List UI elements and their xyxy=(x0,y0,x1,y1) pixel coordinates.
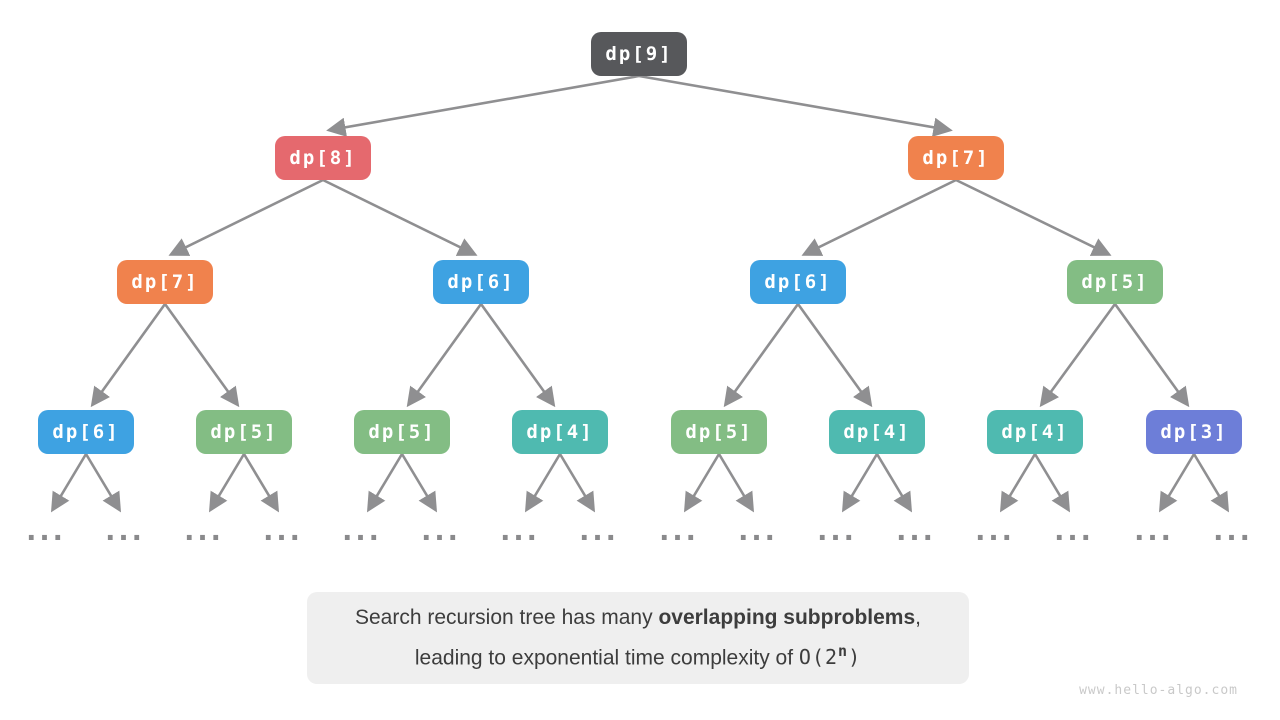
caption-line-2: leading to exponential time complexity o… xyxy=(415,635,861,676)
tree-node-n2-dp-7: dp[7] xyxy=(908,136,1004,180)
tree-node-n12-dp-4: dp[4] xyxy=(829,410,925,454)
edge-n6-n14 xyxy=(1113,303,1190,408)
edge-n6-n13 xyxy=(1039,303,1117,408)
ellipsis-13: ... xyxy=(1054,516,1094,547)
ellipsis-15: ... xyxy=(1213,516,1253,547)
edge-n0-n2 xyxy=(638,74,953,137)
edge-n5-n12 xyxy=(796,303,873,408)
caption-line-1: Search recursion tree has many overlappi… xyxy=(355,601,921,635)
tree-node-n5-dp-6: dp[6] xyxy=(750,260,846,304)
edge-n11-ellipsis-left xyxy=(683,453,721,513)
tree-node-n6-dp-5: dp[5] xyxy=(1067,260,1163,304)
ellipsis-2: ... xyxy=(184,516,224,547)
ellipsis-11: ... xyxy=(896,516,936,547)
edge-n2-n5 xyxy=(801,178,957,256)
tree-node-n9-dp-5: dp[5] xyxy=(354,410,450,454)
code-open: O(2 xyxy=(798,645,839,670)
ellipsis-12: ... xyxy=(975,516,1015,547)
edge-n3-n8 xyxy=(163,303,240,408)
caption-box: Search recursion tree has many overlappi… xyxy=(307,592,969,684)
edge-n1-n3 xyxy=(168,178,324,256)
caption-text-1: Search recursion tree has many xyxy=(354,605,659,629)
caption-comma: , xyxy=(915,605,922,629)
ellipsis-7: ... xyxy=(579,516,619,547)
edge-n8-ellipsis-left xyxy=(208,453,246,513)
edge-n7-ellipsis-left xyxy=(50,453,88,513)
edge-n8-ellipsis-right xyxy=(242,453,280,513)
edge-n11-ellipsis-right xyxy=(717,453,755,513)
edge-n13-ellipsis-left xyxy=(999,453,1037,513)
ellipsis-1: ... xyxy=(105,516,145,547)
edge-n4-n9 xyxy=(406,303,483,408)
tree-node-n10-dp-4: dp[4] xyxy=(512,410,608,454)
tree-node-n3-dp-7: dp[7] xyxy=(117,260,213,304)
tree-node-n1-dp-8: dp[8] xyxy=(275,136,371,180)
ellipsis-0: ... xyxy=(26,516,66,547)
caption-bold-text: overlapping subproblems xyxy=(658,605,916,629)
edge-n7-ellipsis-right xyxy=(84,453,122,513)
ellipsis-10: ... xyxy=(817,516,857,547)
complexity-notation: O(2n) xyxy=(798,641,862,670)
ellipsis-9: ... xyxy=(738,516,778,547)
tree-node-n7-dp-6: dp[6] xyxy=(38,410,134,454)
tree-node-n11-dp-5: dp[5] xyxy=(671,410,767,454)
edge-n13-ellipsis-right xyxy=(1033,453,1071,513)
ellipsis-8: ... xyxy=(659,516,699,547)
ellipsis-3: ... xyxy=(263,516,303,547)
edge-n9-ellipsis-left xyxy=(366,453,404,513)
edge-n14-ellipsis-left xyxy=(1158,453,1196,513)
tree-node-n13-dp-4: dp[4] xyxy=(987,410,1083,454)
ellipsis-6: ... xyxy=(500,516,540,547)
watermark: www.hello-algo.com xyxy=(1079,683,1238,698)
tree-node-n14-dp-3: dp[3] xyxy=(1146,410,1242,454)
edge-n0-n1 xyxy=(326,74,640,137)
edge-n10-ellipsis-right xyxy=(558,453,596,513)
edge-n12-ellipsis-left xyxy=(841,453,879,513)
tree-node-n4-dp-6: dp[6] xyxy=(433,260,529,304)
edge-n10-ellipsis-left xyxy=(524,453,562,513)
tree-node-n8-dp-5: dp[5] xyxy=(196,410,292,454)
edge-n5-n11 xyxy=(723,303,800,408)
edge-n14-ellipsis-right xyxy=(1192,453,1230,513)
edge-n1-n4 xyxy=(322,178,478,256)
edge-n12-ellipsis-right xyxy=(875,453,913,513)
tree-node-n0-dp-9: dp[9] xyxy=(591,32,687,76)
edge-n9-ellipsis-right xyxy=(400,453,438,513)
caption-text-2: leading to exponential time complexity o… xyxy=(414,646,799,670)
edge-n3-n7 xyxy=(90,303,167,408)
edge-n4-n10 xyxy=(479,303,556,408)
ellipsis-14: ... xyxy=(1134,516,1174,547)
ellipsis-5: ... xyxy=(421,516,461,547)
ellipsis-4: ... xyxy=(342,516,382,547)
code-close: ) xyxy=(848,645,862,670)
code-exponent: n xyxy=(838,641,849,660)
edge-n2-n6 xyxy=(955,178,1112,256)
